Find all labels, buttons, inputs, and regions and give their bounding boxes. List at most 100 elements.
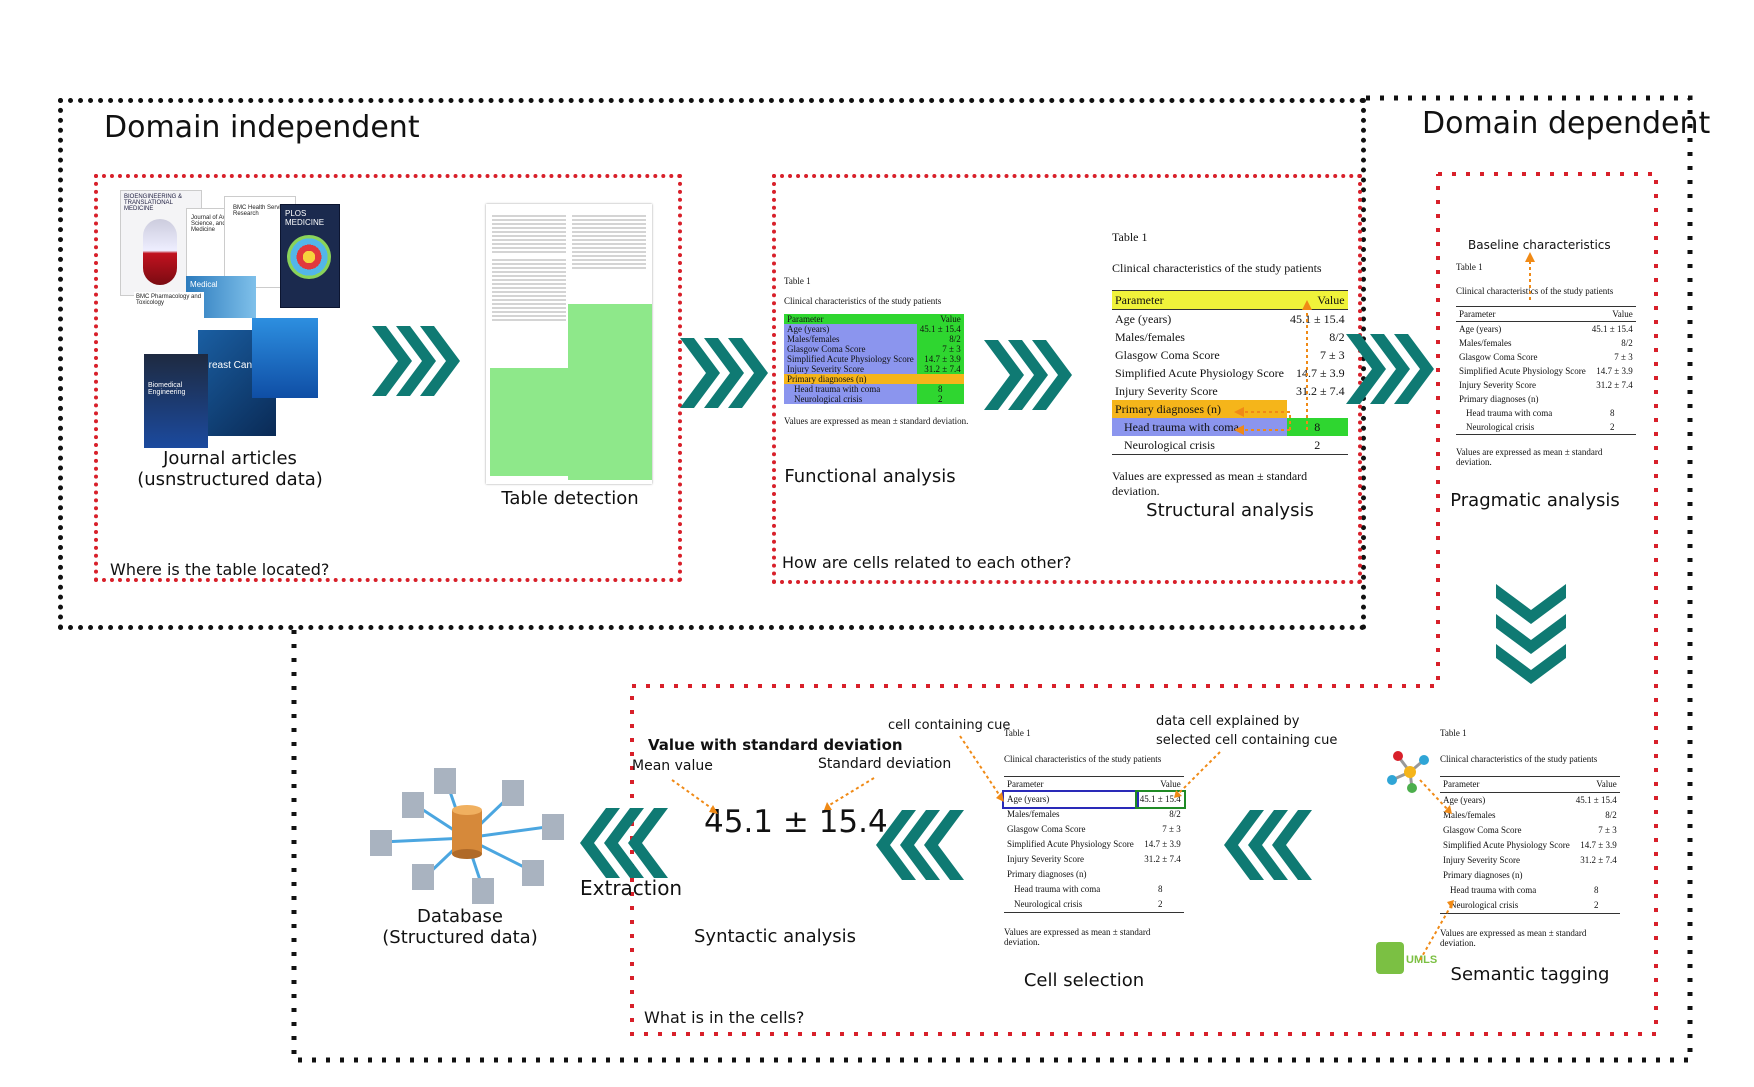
chevron-right-icon bbox=[680, 338, 770, 408]
semantic-sub-param: Head trauma with coma bbox=[1450, 885, 1537, 895]
pragmatic-row-value: 31.2 ± 7.4 bbox=[1596, 380, 1633, 390]
pragmatic-row-value: 7 ± 3 bbox=[1614, 352, 1633, 362]
semantic-table-caption: Clinical characteristics of the study pa… bbox=[1440, 754, 1598, 764]
cell-row-value: 14.7 ± 3.9 bbox=[1144, 839, 1181, 849]
functional-row-param: Injury Severity Score bbox=[784, 364, 917, 374]
functional-header-param: Parameter bbox=[787, 314, 824, 324]
syntactic-heading: Value with standard deviation bbox=[648, 736, 903, 754]
cell-row-param: Males/females bbox=[1007, 809, 1060, 819]
cell-row-value-selected: 45.1 ± 15.4 bbox=[1134, 790, 1186, 809]
database-network bbox=[370, 768, 564, 904]
pragmatic-table: Baseline characteristics Table 1 Clinica… bbox=[1456, 238, 1636, 467]
structural-header-param: Parameter bbox=[1115, 293, 1164, 307]
question-what: What is in the cells? bbox=[644, 1008, 805, 1027]
cell-row-param: Injury Severity Score bbox=[1007, 854, 1084, 864]
pragmatic-table-label: Table 1 bbox=[1456, 262, 1483, 272]
paper-page bbox=[486, 204, 652, 484]
structural-analysis-label: Structural analysis bbox=[1146, 500, 1314, 521]
cell-header-param: Parameter bbox=[1007, 779, 1044, 789]
functional-row-param: Simplified Acute Physiology Score bbox=[784, 354, 917, 364]
cell-header-value: Value bbox=[1160, 779, 1181, 789]
paper-text-lines bbox=[492, 215, 646, 321]
structural-table: Table 1 Clinical characteristics of the … bbox=[1112, 230, 1356, 499]
pragmatic-analysis-label: Pragmatic analysis bbox=[1450, 490, 1620, 511]
journal-title-pharmacology: BMC Pharmacology and Toxicology bbox=[136, 294, 202, 306]
journal-title-bioengineering: BIOENGINEERING & TRANSLATIONAL MEDICINE bbox=[124, 194, 183, 212]
tree-icon bbox=[1376, 942, 1404, 974]
baseline-label: Baseline characteristics bbox=[1468, 238, 1611, 252]
cell-footnote: Values are expressed as mean ± standard … bbox=[1004, 927, 1151, 947]
cell-sub-value: 2 bbox=[1157, 899, 1163, 909]
pragmatic-row-value: 8/2 bbox=[1621, 338, 1633, 348]
pragmatic-header-param: Parameter bbox=[1459, 309, 1496, 319]
syntactic-value: 45.1 ± 15.4 bbox=[704, 804, 888, 840]
pragmatic-sub-value: 2 bbox=[1609, 422, 1615, 432]
domain-dependent-title: Domain dependent bbox=[1422, 106, 1711, 141]
cell-row-param-cue: Age (years) bbox=[1002, 790, 1139, 809]
journal-title-biomedical: Biomedical Engineering bbox=[148, 382, 186, 396]
functional-row-param: Age (years) bbox=[784, 324, 917, 334]
semantic-table: Table 1 Clinical characteristics of the … bbox=[1440, 728, 1620, 948]
structural-primary: Primary diagnoses (n) bbox=[1112, 400, 1287, 418]
functional-row-param: Males/females bbox=[784, 334, 917, 344]
syntactic-analysis-label: Syntactic analysis bbox=[693, 926, 857, 947]
functional-table: Table 1 Clinical characteristics of the … bbox=[784, 276, 974, 426]
pragmatic-row-param: Age (years) bbox=[1459, 324, 1502, 334]
detected-table-small bbox=[490, 368, 568, 476]
semantic-row-value: 31.2 ± 7.4 bbox=[1580, 855, 1617, 865]
pragmatic-row-param: Males/females bbox=[1459, 338, 1512, 348]
cell-sub-param: Neurological crisis bbox=[1014, 899, 1083, 909]
cell-row-value: 7 ± 3 bbox=[1162, 824, 1181, 834]
umls-logo: UMLS bbox=[1376, 942, 1440, 976]
mean-value-label: Mean value bbox=[632, 758, 713, 774]
semantic-row-value: 14.7 ± 3.9 bbox=[1580, 840, 1617, 850]
pragmatic-primary: Primary diagnoses (n) bbox=[1459, 394, 1539, 404]
functional-analysis-label: Functional analysis bbox=[784, 466, 956, 487]
structural-row-value: 8/2 bbox=[1329, 330, 1345, 344]
functional-sub-param: Neurological crisis bbox=[784, 394, 917, 404]
functional-primary: Primary diagnoses (n) bbox=[787, 374, 867, 384]
journal-title-medical: Medical bbox=[190, 280, 218, 289]
pragmatic-row-param: Glasgow Coma Score bbox=[1459, 352, 1538, 362]
cell-selection-table: Table 1 Clinical characteristics of the … bbox=[1002, 728, 1186, 947]
semantic-row-value: 45.1 ± 15.4 bbox=[1575, 795, 1617, 805]
pragmatic-row-param: Injury Severity Score bbox=[1459, 380, 1536, 390]
extraction-label: Extraction bbox=[580, 876, 683, 900]
semantic-table-label: Table 1 bbox=[1440, 728, 1467, 738]
cue-annotation: cell containing cue bbox=[888, 718, 1011, 733]
functional-sub-param: Head trauma with coma bbox=[784, 384, 917, 394]
semantic-row-value: 8/2 bbox=[1605, 810, 1617, 820]
question-where: Where is the table located? bbox=[110, 560, 330, 579]
semantic-sub-param: Neurological crisis bbox=[1450, 900, 1519, 910]
chevron-right-icon bbox=[1346, 334, 1436, 404]
semantic-row-param: Males/females bbox=[1443, 810, 1496, 820]
semantic-footnote: Values are expressed as mean ± standard … bbox=[1440, 928, 1587, 948]
journal-cover-biomedical: Biomedical Engineering bbox=[144, 354, 208, 448]
structural-row-param: Age (years) bbox=[1115, 312, 1172, 326]
functional-row-value: 7 ± 3 bbox=[916, 344, 964, 354]
journal-articles-label: Journal articles (usnstructured data) bbox=[130, 448, 330, 490]
semantic-sub-value: 8 bbox=[1593, 885, 1599, 895]
functional-header-value: Value bbox=[940, 314, 961, 324]
structural-row-param: Simplified Acute Physiology Score bbox=[1115, 366, 1284, 380]
journal-title-breast-cancer: Breast Cancer bbox=[202, 360, 266, 371]
functional-row-value: 14.7 ± 3.9 bbox=[916, 354, 964, 364]
chevron-right-icon bbox=[984, 340, 1074, 410]
functional-row-value: 8/2 bbox=[916, 334, 964, 344]
semantic-sub-value: 2 bbox=[1593, 900, 1599, 910]
chevron-left-icon bbox=[874, 810, 964, 880]
pragmatic-row-value: 45.1 ± 15.4 bbox=[1591, 324, 1633, 334]
cell-row-param: Glasgow Coma Score bbox=[1007, 824, 1086, 834]
structural-row-param: Injury Severity Score bbox=[1115, 384, 1218, 398]
cell-row-value: 31.2 ± 7.4 bbox=[1144, 854, 1181, 864]
journal-cover-bioengineering: BIOENGINEERING & TRANSLATIONAL MEDICINE bbox=[120, 190, 202, 296]
table-detection-label: Table detection bbox=[501, 488, 639, 509]
structural-row-value: 14.7 ± 3.9 bbox=[1296, 366, 1345, 380]
pragmatic-row-value: 14.7 ± 3.9 bbox=[1596, 366, 1633, 376]
structural-footnote: Values are expressed as mean ± standard … bbox=[1112, 469, 1308, 498]
domain-independent-title: Domain independent bbox=[104, 110, 420, 145]
pragmatic-footnote: Values are expressed as mean ± standard … bbox=[1456, 447, 1603, 467]
semantic-tagging-label: Semantic tagging bbox=[1450, 964, 1610, 985]
